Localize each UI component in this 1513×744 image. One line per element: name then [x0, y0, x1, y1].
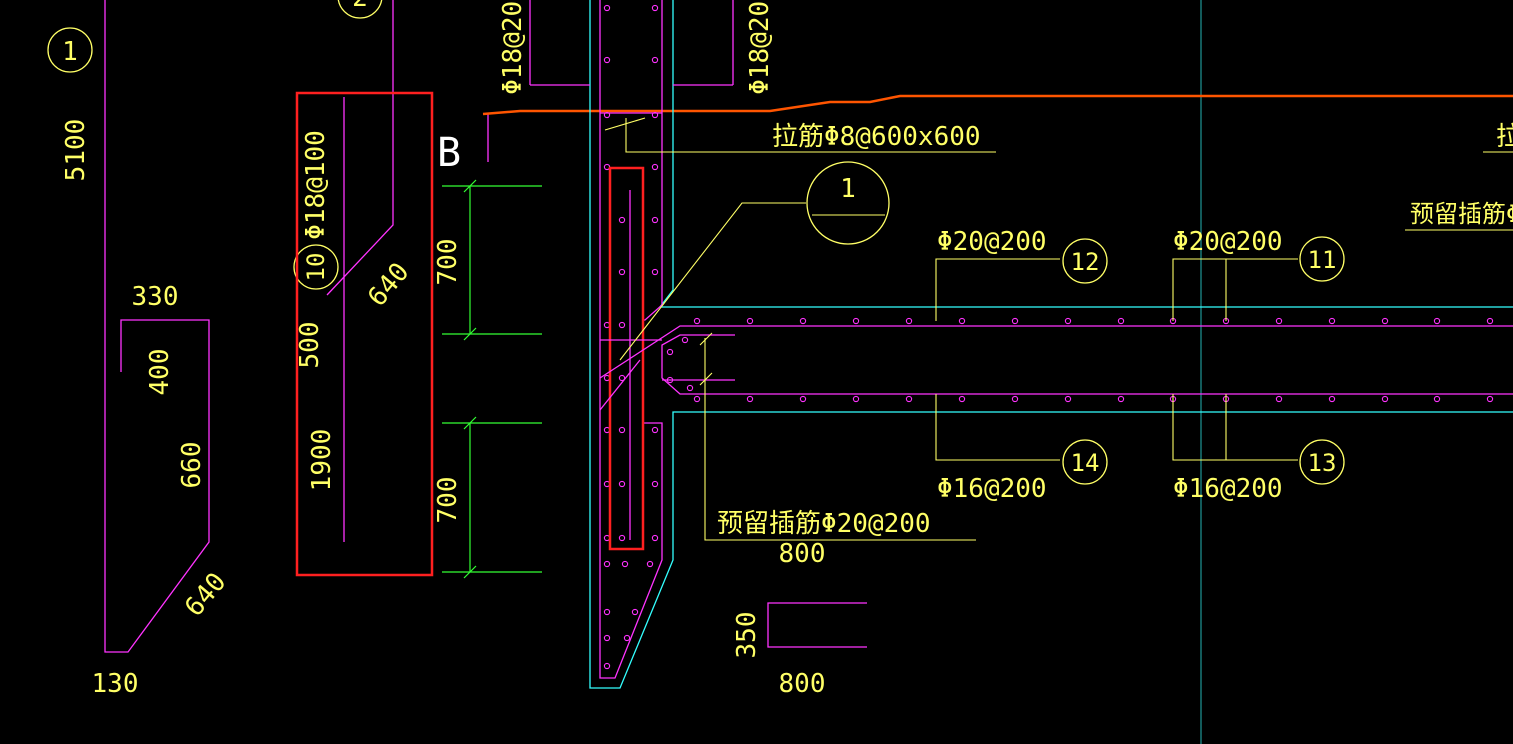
- dim-1900: 1900: [307, 429, 337, 492]
- bubble-11: 11: [1299, 236, 1345, 282]
- dim-5100: 5100: [61, 119, 91, 182]
- label-reserved-dowel: 预留插筋Φ20@200: [717, 509, 931, 539]
- slab-rebar-dots: [666, 317, 1494, 403]
- highlight-box-wall: [608, 166, 645, 551]
- label-top-11: Φ20@200: [1173, 227, 1283, 257]
- svg-text:12: 12: [1071, 248, 1100, 276]
- bubble-13: 13: [1299, 439, 1345, 485]
- svg-text:13: 13: [1308, 449, 1337, 477]
- svg-text:1: 1: [840, 174, 856, 204]
- detail-bubble: 1: [806, 161, 890, 245]
- svg-text:10: 10: [302, 253, 330, 282]
- section-line: [482, 94, 1513, 116]
- leader-lines: [604, 117, 1513, 541]
- rebar-shape-1: [104, 0, 210, 653]
- wall-outline: [589, 0, 1513, 689]
- rebar-shape-10: [326, 0, 394, 542]
- bubble-2: 2: [337, 0, 383, 19]
- slab-rebar: [599, 325, 1513, 411]
- label-tie-bar-cut: 拉: [1496, 122, 1513, 152]
- label-tie-bar: 拉筋Φ8@600x600: [772, 122, 981, 152]
- dim-700-a: 700: [433, 239, 463, 286]
- dim-800-a: 800: [779, 539, 826, 569]
- dim-500: 500: [295, 322, 325, 369]
- highlight-box-left: [295, 91, 434, 577]
- label-rebar-top-1: Φ18@200: [498, 0, 528, 95]
- label-rebar-top-2: Φ18@200: [745, 0, 775, 95]
- svg-text:1: 1: [62, 37, 78, 67]
- bubble-14: 14: [1062, 439, 1108, 485]
- dimension-lines: [442, 179, 542, 579]
- label-bottom-14: Φ16@200: [937, 474, 1047, 504]
- dim-400: 400: [145, 349, 175, 396]
- bubble-1: 1: [47, 27, 93, 73]
- bubble-10: 10: [293, 244, 339, 290]
- label-reserved-dowel-top: 预留插筋Φ2: [1410, 200, 1513, 228]
- svg-text:11: 11: [1308, 246, 1337, 274]
- dim-660: 660: [177, 442, 207, 489]
- bubble-12: 12: [1062, 238, 1108, 284]
- rebar-shape-small: [767, 602, 867, 648]
- svg-text:14: 14: [1071, 449, 1100, 477]
- dim-800-b: 800: [779, 669, 826, 699]
- label-vertical-rebar: Φ18@100: [301, 130, 331, 240]
- axis-label-b: B: [437, 130, 461, 176]
- svg-text:2: 2: [352, 0, 368, 13]
- label-top-12: Φ20@200: [937, 227, 1047, 257]
- dim-330: 330: [132, 282, 179, 312]
- dim-700-b: 700: [433, 477, 463, 524]
- dim-130: 130: [92, 669, 139, 699]
- label-bottom-13: Φ16@200: [1173, 474, 1283, 504]
- dim-350: 350: [732, 612, 762, 659]
